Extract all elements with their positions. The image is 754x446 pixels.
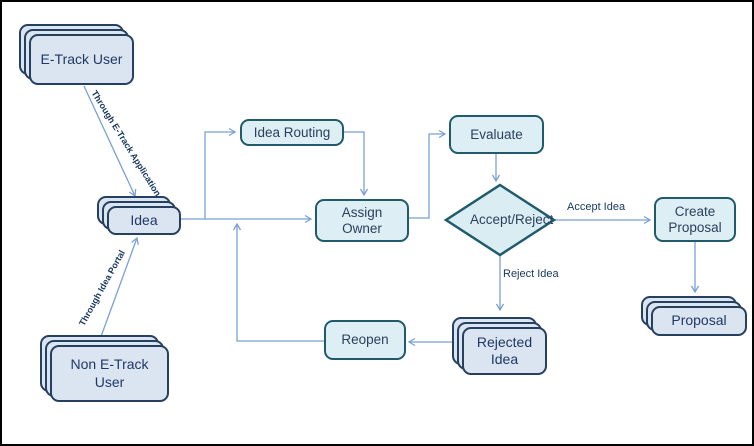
node-idea-routing: Idea Routing xyxy=(240,119,344,146)
edge-idea-to-idea-routing xyxy=(204,127,237,219)
node-proposal-label: Proposal xyxy=(651,306,747,336)
accept-idea-edge-label: Accept Idea xyxy=(567,201,626,213)
edge-nonetrack-to-idea xyxy=(98,236,139,343)
node-assign-owner: Assign Owner xyxy=(315,199,409,242)
edge-etrack-to-idea xyxy=(83,85,137,198)
node-reopen: Reopen xyxy=(324,320,406,360)
accept-reject-diamond xyxy=(443,183,557,257)
node-rejected-idea-label: Rejected Idea xyxy=(462,327,547,375)
node-idea-label: Idea xyxy=(107,206,181,235)
edge-assign-owner-to-evaluate xyxy=(409,129,447,219)
reject-idea-edge-label: Reject Idea xyxy=(503,268,559,280)
edge-idea-routing-to-assign-owner xyxy=(344,131,369,197)
node-accept-reject-label: Accept/Reject xyxy=(470,212,554,228)
node-etrack-user-label: E-Track User xyxy=(29,34,134,85)
node-create-proposal: Create Proposal xyxy=(654,197,736,242)
node-non-etrack-user-label: Non E-Track User xyxy=(50,345,169,402)
node-evaluate: Evaluate xyxy=(449,115,544,154)
edge-reopen-return xyxy=(232,222,324,342)
